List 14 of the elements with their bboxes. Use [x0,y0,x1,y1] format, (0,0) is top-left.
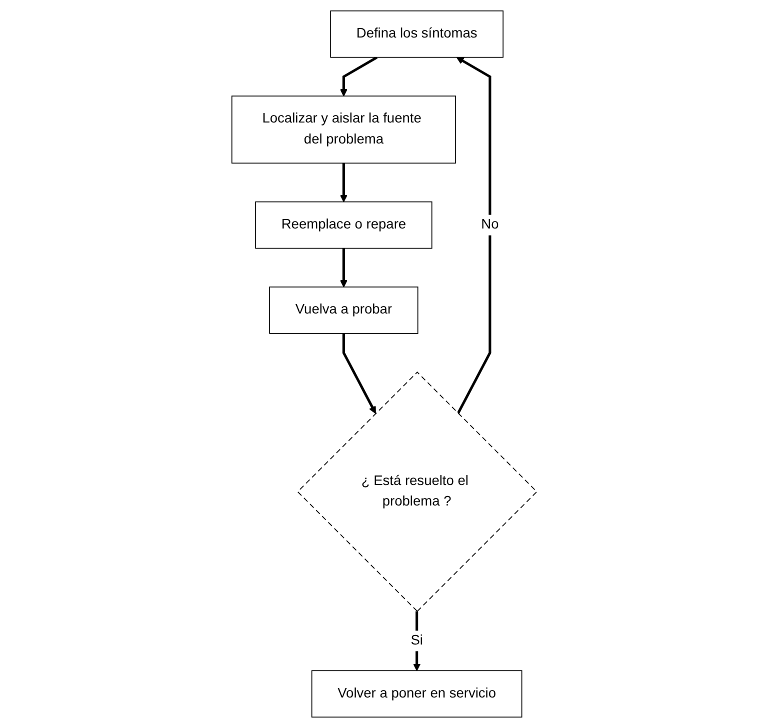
edge-label: No [480,216,498,232]
arrow [342,332,376,414]
node-box: Volver a poner en servicio [311,670,522,718]
arrow [340,162,348,202]
arrow [412,610,420,670]
node-box: Reemplace o repare [254,200,432,248]
node-box: Defina los síntomas [330,10,504,58]
arrow [456,56,491,414]
edge-label: Si [410,632,423,648]
arrow [340,56,378,96]
node-box: Vuelva a probar [268,286,418,334]
arrow [340,248,348,287]
node-diamond: ¿ Está resuelto el problema ? [296,371,538,612]
node-box: Localizar y aislar la fuente del problema [231,95,456,164]
